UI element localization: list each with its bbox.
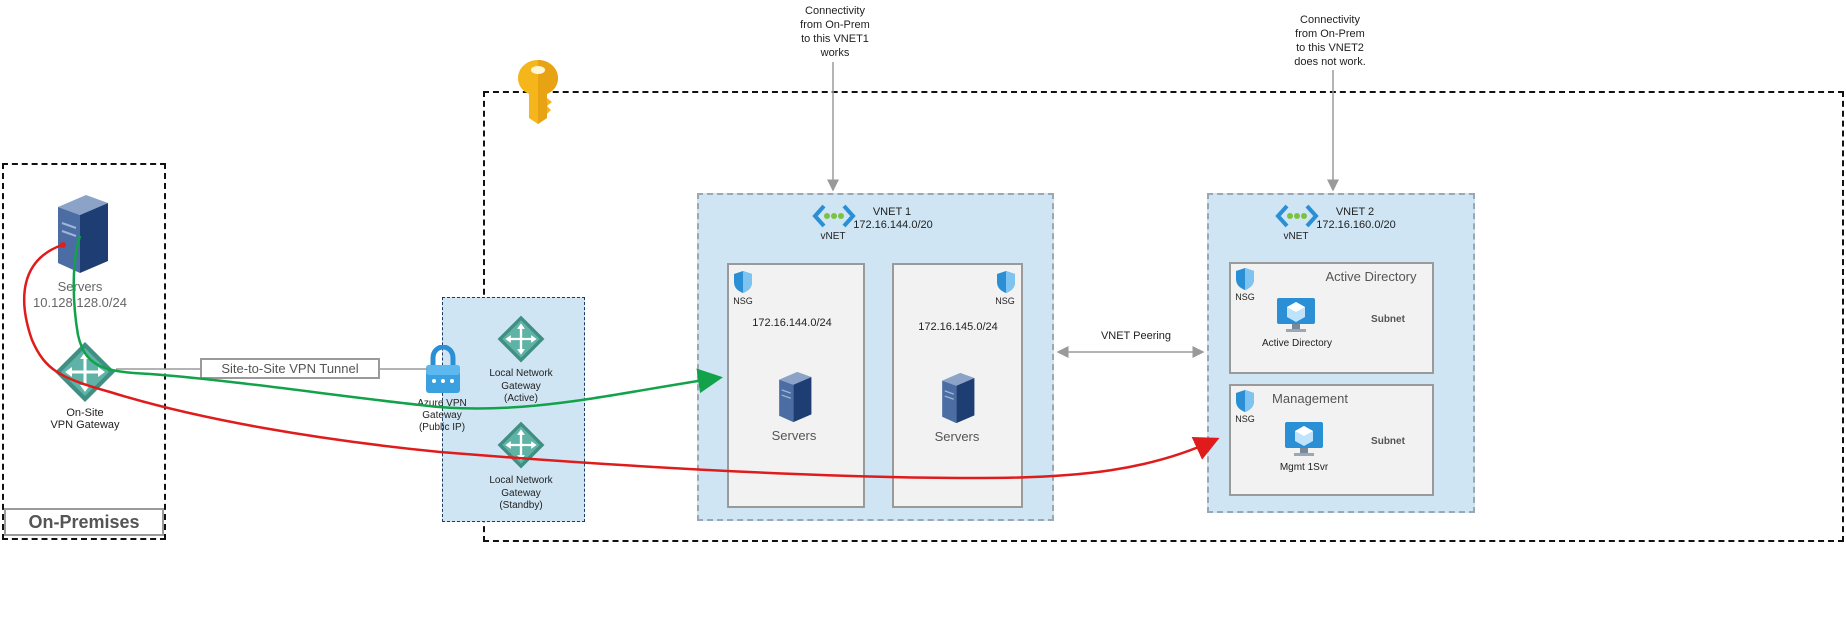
working-path [72, 235, 723, 410]
note-vnet2: Connectivity from On-Prem to this VNET2 … [1275, 13, 1385, 69]
vnet1-subnet-b-cidr: 172.16.145.0/24 [918, 321, 998, 333]
failing-path [22, 243, 1220, 480]
vnet1-cidr: 172.16.144.0/20 [853, 219, 933, 231]
lng-standby-line3: (Standby) [499, 500, 543, 511]
vnet-peering-label: VNET Peering [1100, 330, 1172, 342]
vnet1-icon-label: vNET [820, 231, 846, 242]
vnet2-mgmt-title: Management [1272, 391, 1348, 406]
azure-vpn-line3: (Public IP) [418, 422, 466, 433]
vnet1-subnet-a-server-icon [779, 371, 812, 423]
vnet2-mgmt-vm-label: Mgmt 1Svr [1279, 462, 1329, 473]
vnet2-mgmt-nsg: NSG [1235, 414, 1255, 424]
vnet2-name: VNET 2 [1335, 206, 1375, 218]
note-vnet1-line1: Connectivity [805, 5, 865, 17]
onprem-servers-label: Servers [57, 279, 103, 294]
note-vnet1-line4: works [820, 47, 850, 59]
vnet2-mgmt-subnet-label: Subnet [1371, 436, 1405, 447]
vnet2-mgmt-nsg-icon [1236, 390, 1254, 412]
vnet1-subnet-a-nsg-icon [734, 271, 752, 293]
azure-vpn-line2: Gateway [422, 410, 462, 421]
lng-active-line2: Gateway [501, 381, 541, 392]
lng-active-line1: Local Network [489, 368, 553, 379]
vnet2-cidr: 172.16.160.0/20 [1316, 219, 1396, 231]
onsite-gateway-label-2: VPN Gateway [50, 419, 120, 431]
vnet1-subnet-b-nsg-icon [997, 271, 1015, 293]
lng-active-line3: (Active) [504, 393, 538, 404]
vnet2-icon [1275, 204, 1319, 228]
note-vnet2-line2: from On-Prem [1295, 28, 1365, 40]
vnet1-subnet-b-servers: Servers [934, 429, 980, 444]
onsite-vpn-gateway-icon [55, 342, 115, 402]
local-network-gateway-active-icon [497, 315, 545, 363]
onprem-title-box: On-Premises [4, 508, 164, 536]
vnet1-subnet-a-cidr: 172.16.144.0/24 [752, 317, 832, 329]
note-vnet2-line4: does not work. [1294, 56, 1366, 68]
onsite-gateway-label-1: On-Site [66, 407, 104, 419]
note-vnet2-line3: to this VNET2 [1296, 42, 1364, 54]
vnet1-icon [812, 204, 856, 228]
vnet1-subnet-b-server-icon [942, 372, 975, 424]
lng-standby-line2: Gateway [501, 488, 541, 499]
vnet1-subnet-a-nsg: NSG [733, 296, 753, 306]
vnet2-ad-vm-icon [1277, 298, 1315, 332]
azure-vpn-line1: Azure VPN [417, 398, 467, 409]
vpn-tunnel-label-box: Site-to-Site VPN Tunnel [200, 358, 380, 379]
note-vnet1-line2: from On-Prem [800, 19, 870, 31]
vnet2-ad-title: Active Directory [1325, 269, 1417, 284]
vnet2-mgmt-vm-icon [1285, 422, 1323, 456]
vnet1-subnet-b-nsg: NSG [995, 296, 1015, 306]
vnet1-name: VNET 1 [872, 206, 912, 218]
onprem-servers-cidr: 10.128.128.0/24 [33, 295, 127, 310]
vnet2-ad-subnet [1229, 262, 1434, 374]
vnet2-ad-nsg: NSG [1235, 292, 1255, 302]
note-vnet1-line3: to this VNET1 [801, 33, 869, 45]
vnet1-subnet-a-servers: Servers [771, 428, 817, 443]
key-icon [518, 60, 558, 124]
onprem-container [2, 163, 166, 540]
onprem-title: On-Premises [28, 512, 140, 532]
vnet2-mgmt-subnet [1229, 384, 1434, 496]
note-vnet1: Connectivity from On-Prem to this VNET1 … [780, 4, 890, 60]
note-vnet2-line1: Connectivity [1300, 14, 1360, 26]
azure-vpn-gateway-lock-icon [426, 345, 460, 393]
vnet2-ad-nsg-icon [1236, 268, 1254, 290]
vnet2-icon-label: vNET [1283, 231, 1309, 242]
lng-standby-line1: Local Network [489, 475, 553, 486]
vnet2-ad-vm-label: Active Directory [1261, 338, 1332, 349]
vpn-tunnel-label: Site-to-Site VPN Tunnel [221, 361, 359, 376]
vnet2-ad-subnet-label: Subnet [1371, 314, 1405, 325]
